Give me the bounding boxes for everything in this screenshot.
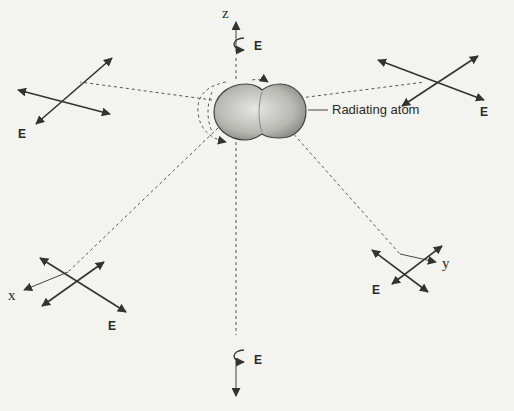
axis-label: z bbox=[222, 6, 229, 21]
field-label: E bbox=[18, 128, 26, 140]
axis-label: y bbox=[442, 256, 450, 271]
field-label: E bbox=[372, 284, 380, 296]
axes bbox=[24, 22, 436, 396]
field-label: E bbox=[108, 320, 116, 332]
atom bbox=[214, 84, 306, 140]
part-name: Radiating atom bbox=[332, 103, 419, 116]
axis-label: x bbox=[8, 288, 16, 303]
field-label: E bbox=[254, 354, 262, 366]
field-label: E bbox=[254, 40, 262, 52]
leader-line bbox=[308, 110, 328, 111]
field-label: E bbox=[480, 106, 488, 118]
propagation-lines bbox=[68, 58, 425, 335]
polarization-arrows bbox=[18, 56, 484, 312]
